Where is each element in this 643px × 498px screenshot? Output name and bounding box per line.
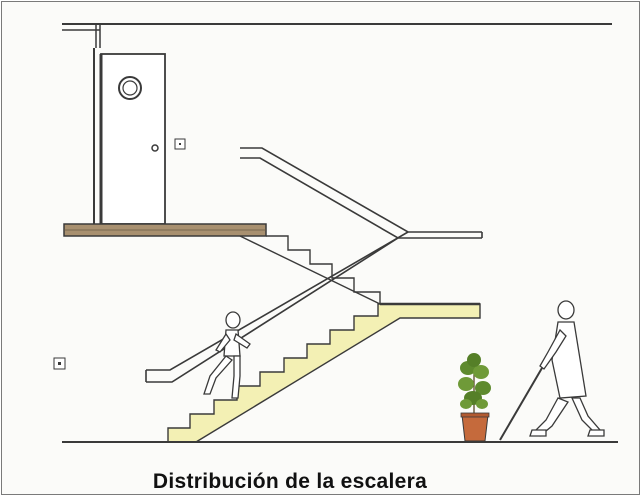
upper-flight	[239, 235, 381, 305]
ceiling	[62, 23, 612, 48]
light-switch-upper	[174, 138, 186, 150]
door	[99, 53, 166, 225]
adult-figure-with-cane	[499, 300, 605, 441]
child-figure	[203, 311, 251, 399]
upper-landing	[63, 223, 267, 237]
figure-caption: Distribución de la escalera	[152, 470, 428, 493]
light-switch-lower	[53, 357, 66, 370]
potted-plant	[458, 353, 491, 442]
handrail-upper	[240, 147, 483, 239]
handrail-lower	[145, 231, 409, 383]
door-porthole	[118, 76, 142, 100]
door-knob	[151, 144, 159, 152]
